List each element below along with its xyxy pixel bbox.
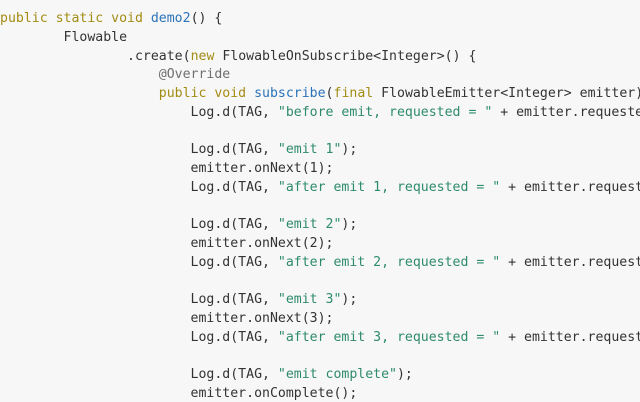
code-token-pl: emitter.onNext(3); — [0, 311, 334, 326]
code-token-pl: Log.d(TAG, — [0, 104, 278, 120]
code-token-str: "emit 3" — [277, 292, 342, 308]
code-token-str: "emit complete" — [277, 367, 397, 383]
code-token-pl: () { — [190, 11, 223, 26]
code-line: emitter.onNext(2); — [0, 234, 334, 253]
code-token-pl: ); — [341, 142, 358, 158]
code-line: public void subscribe(final FlowableEmit… — [0, 84, 640, 103]
code-token-str: "after emit 3, requested = " — [277, 329, 501, 345]
code-token-fn: subscribe — [254, 86, 326, 101]
code-token-str: "before emit, requested = " — [277, 104, 493, 120]
code-token-pl: FlowableOnSubscribe<Integer>() { — [222, 48, 477, 64]
code-line: Flowable — [0, 28, 128, 47]
code-token-pl: ); — [341, 217, 358, 233]
code-token-pl: emitter.onNext(2); — [0, 236, 334, 251]
code-line: Log.d(TAG, "emit complete"); — [0, 365, 413, 384]
code-line: Log.d(TAG, "emit 3"); — [0, 290, 358, 309]
code-line: Log.d(TAG, "after emit 1, requested = " … — [0, 178, 640, 197]
code-line: .create(new FlowableOnSubscribe<Integer>… — [0, 47, 476, 66]
code-line: Log.d(TAG, "before emit, requested = " +… — [0, 103, 640, 122]
code-token-str: "after emit 2, requested = " — [277, 254, 501, 270]
code-token-pl: Log.d(TAG, — [0, 329, 278, 345]
code-token-pl: FlowableEmitter<Integer> emitter) — [381, 86, 640, 101]
code-token-pl: emitter.onComplete(); — [0, 386, 358, 401]
code-token-pl: Log.d(TAG, — [0, 254, 278, 270]
code-token-pl: ( — [325, 86, 334, 101]
code-token-pl: Log.d(TAG, — [0, 217, 278, 233]
code-token-pl: Log.d(TAG, — [0, 292, 278, 308]
code-line: public static void demo2() { — [0, 9, 222, 28]
code-line: @Override — [0, 65, 230, 84]
code-token-pl: + emitter.requested()); — [508, 329, 640, 345]
code-token-fn: demo2 — [150, 11, 191, 26]
code-token-pl: Flowable — [0, 29, 128, 45]
code-line: emitter.onNext(3); — [0, 309, 334, 328]
code-line: Log.d(TAG, "after emit 3, requested = " … — [0, 328, 640, 347]
code-token-pl: + emitter.requested()); — [500, 104, 640, 120]
code-token-kw: final — [333, 86, 382, 101]
code-line: Log.d(TAG, "emit 2"); — [0, 215, 358, 234]
code-token-pl: emitter.onNext(1); — [0, 161, 334, 176]
code-token-ann: @Override — [0, 67, 231, 83]
code-token-str: "after emit 1, requested = " — [277, 179, 501, 195]
code-token-str: "emit 1" — [277, 142, 342, 158]
code-token-pl: .create( — [0, 48, 191, 64]
code-line: Log.d(TAG, "emit 1"); — [0, 140, 358, 159]
code-token-kw: public static void — [0, 11, 151, 26]
code-token-str: "emit 2" — [277, 217, 342, 233]
code-line: emitter.onNext(1); — [0, 159, 334, 178]
code-token-pl: ); — [396, 367, 413, 383]
code-token-pl: Log.d(TAG, — [0, 367, 278, 383]
code-token-pl: Log.d(TAG, — [0, 142, 278, 158]
code-line: emitter.onComplete(); — [0, 384, 358, 402]
code-token-pl: Log.d(TAG, — [0, 179, 278, 195]
code-line: Log.d(TAG, "after emit 2, requested = " … — [0, 253, 640, 272]
code-token-pl: ); — [341, 292, 358, 308]
code-token-pl: + emitter.requested()); — [508, 254, 640, 270]
code-token-kw: public void — [0, 86, 255, 101]
code-token-pl: + emitter.requested()); — [508, 179, 640, 195]
code-token-kw: new — [190, 48, 223, 64]
